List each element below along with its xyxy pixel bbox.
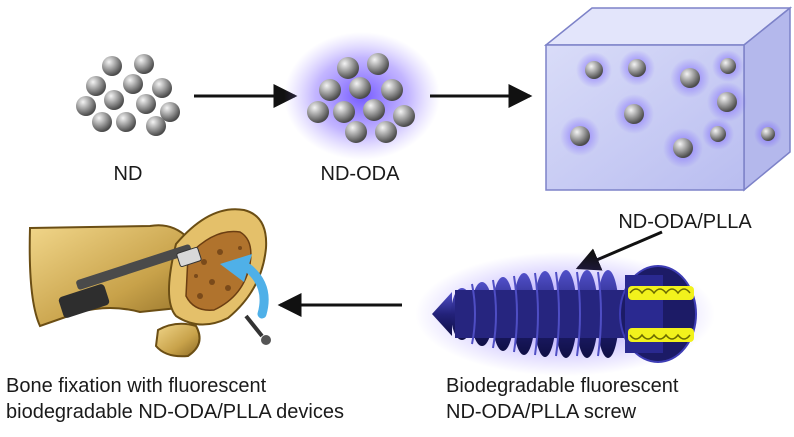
sphere-icon: [375, 121, 397, 143]
screw-icon: [415, 252, 715, 376]
sphere-icon: [628, 59, 646, 77]
screw-tip: [432, 292, 452, 336]
sphere-icon: [393, 105, 415, 127]
sphere-icon: [160, 102, 180, 122]
label-nd-oda: ND-ODA: [320, 163, 400, 185]
sphere-icon: [720, 58, 736, 74]
sphere-icon: [92, 112, 112, 132]
sphere-icon: [307, 101, 329, 123]
label-bone-line1: Bone fixation with fluorescent: [6, 375, 267, 397]
sphere-icon: [349, 77, 371, 99]
sphere-icon: [673, 138, 693, 158]
sphere-icon: [367, 53, 389, 75]
sphere-icon: [134, 54, 154, 74]
sphere-icon: [570, 126, 590, 146]
sphere-icon: [319, 79, 341, 101]
sphere-icon: [381, 79, 403, 101]
screw-body: [455, 290, 625, 338]
sphere-icon: [102, 56, 122, 76]
label-nd: ND: [113, 163, 143, 185]
insertion-arrow-icon: [243, 263, 269, 319]
sphere-icon: [624, 104, 644, 124]
composite-block: [543, 6, 793, 192]
label-bone-line2: biodegradable ND-ODA/PLLA devices: [6, 401, 344, 423]
fixation-tool-icon: [58, 244, 202, 318]
sphere-icon: [710, 126, 726, 142]
sphere-icon: [146, 116, 166, 136]
insertion-arrow-head: [220, 254, 252, 282]
sphere-icon: [345, 121, 367, 143]
sphere-icon: [76, 96, 96, 116]
sphere-icon: [337, 57, 359, 79]
sphere-icon: [363, 99, 385, 121]
screw-threads-front: [471, 271, 602, 357]
sphere-icon: [680, 68, 700, 88]
sphere-icon: [152, 78, 172, 98]
sphere-icon: [136, 94, 156, 114]
sphere-icon: [761, 127, 775, 141]
bone-joint-icon: [28, 208, 271, 358]
label-screw-line2: ND-ODA/PLLA screw: [446, 401, 637, 423]
sphere-icon: [585, 61, 603, 79]
sphere-icon: [86, 76, 106, 96]
lower-bone-fragment: [154, 322, 201, 358]
nd-particle-cluster: [76, 54, 180, 136]
label-nd-oda-plla: ND-ODA/PLLA: [618, 211, 752, 233]
sphere-icon: [333, 101, 355, 123]
sphere-icon: [104, 90, 124, 110]
sphere-icon: [123, 74, 143, 94]
label-screw-line1: Biodegradable fluorescent: [446, 375, 679, 397]
spongy-bone-pores: [194, 246, 242, 299]
sphere-icon: [717, 92, 737, 112]
small-screw-icon: [244, 314, 271, 345]
nd-oda-particle-cluster: [284, 32, 440, 160]
sphere-icon: [116, 112, 136, 132]
screw-fluorescent-band: [628, 286, 694, 342]
